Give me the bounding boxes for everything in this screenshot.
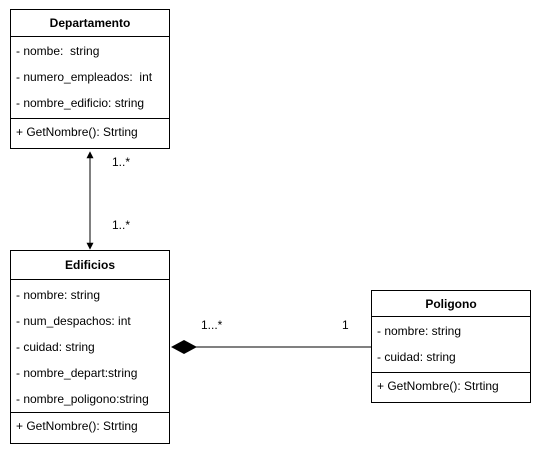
attribute: - numero_empleados: int xyxy=(16,70,153,84)
attributes-section: - nombe: string - numero_empleados: int … xyxy=(11,37,169,119)
attribute: - nombre_poligono:string xyxy=(16,392,149,406)
class-edificios[interactable]: Edificios - nombre: string - num_despach… xyxy=(10,250,170,444)
attributes-section: - nombre: string - cuidad: string xyxy=(372,317,530,373)
class-departamento[interactable]: Departamento - nombe: string - numero_em… xyxy=(10,9,170,149)
attribute: - nombre_edificio: string xyxy=(16,96,145,110)
class-name: Poligono xyxy=(372,291,530,317)
method: + GetNombre(): Strting xyxy=(16,125,138,139)
attribute: - cuidad: string xyxy=(377,350,456,364)
attribute: - nombre: string xyxy=(16,288,101,302)
methods-section: + GetNombre(): Strting xyxy=(372,373,530,399)
multiplicity-departamento-side: 1..* xyxy=(112,155,131,169)
class-poligono[interactable]: Poligono - nombre: string - cuidad: stri… xyxy=(371,290,531,403)
multiplicity-edificios-side: 1..* xyxy=(112,218,131,232)
methods-section: + GetNombre(): Strting xyxy=(11,413,169,439)
multiplicity-edificios-composition: 1...* xyxy=(201,318,223,332)
class-name: Edificios xyxy=(11,251,169,280)
method: + GetNombre(): Strting xyxy=(377,379,499,393)
attribute: - nombre_depart:string xyxy=(16,366,138,380)
method: + GetNombre(): Strting xyxy=(16,419,138,433)
attribute: - nombe: string xyxy=(16,44,100,58)
attribute: - cuidad: string xyxy=(16,340,95,354)
class-name: Departamento xyxy=(11,10,169,37)
methods-section: + GetNombre(): Strting xyxy=(11,119,169,145)
multiplicity-poligono: 1 xyxy=(342,318,349,332)
attributes-section: - nombre: string - num_despachos: int - … xyxy=(11,280,169,413)
composition-diamond xyxy=(171,340,197,354)
attribute: - nombre: string xyxy=(377,324,462,338)
attribute: - num_despachos: int xyxy=(16,314,131,328)
